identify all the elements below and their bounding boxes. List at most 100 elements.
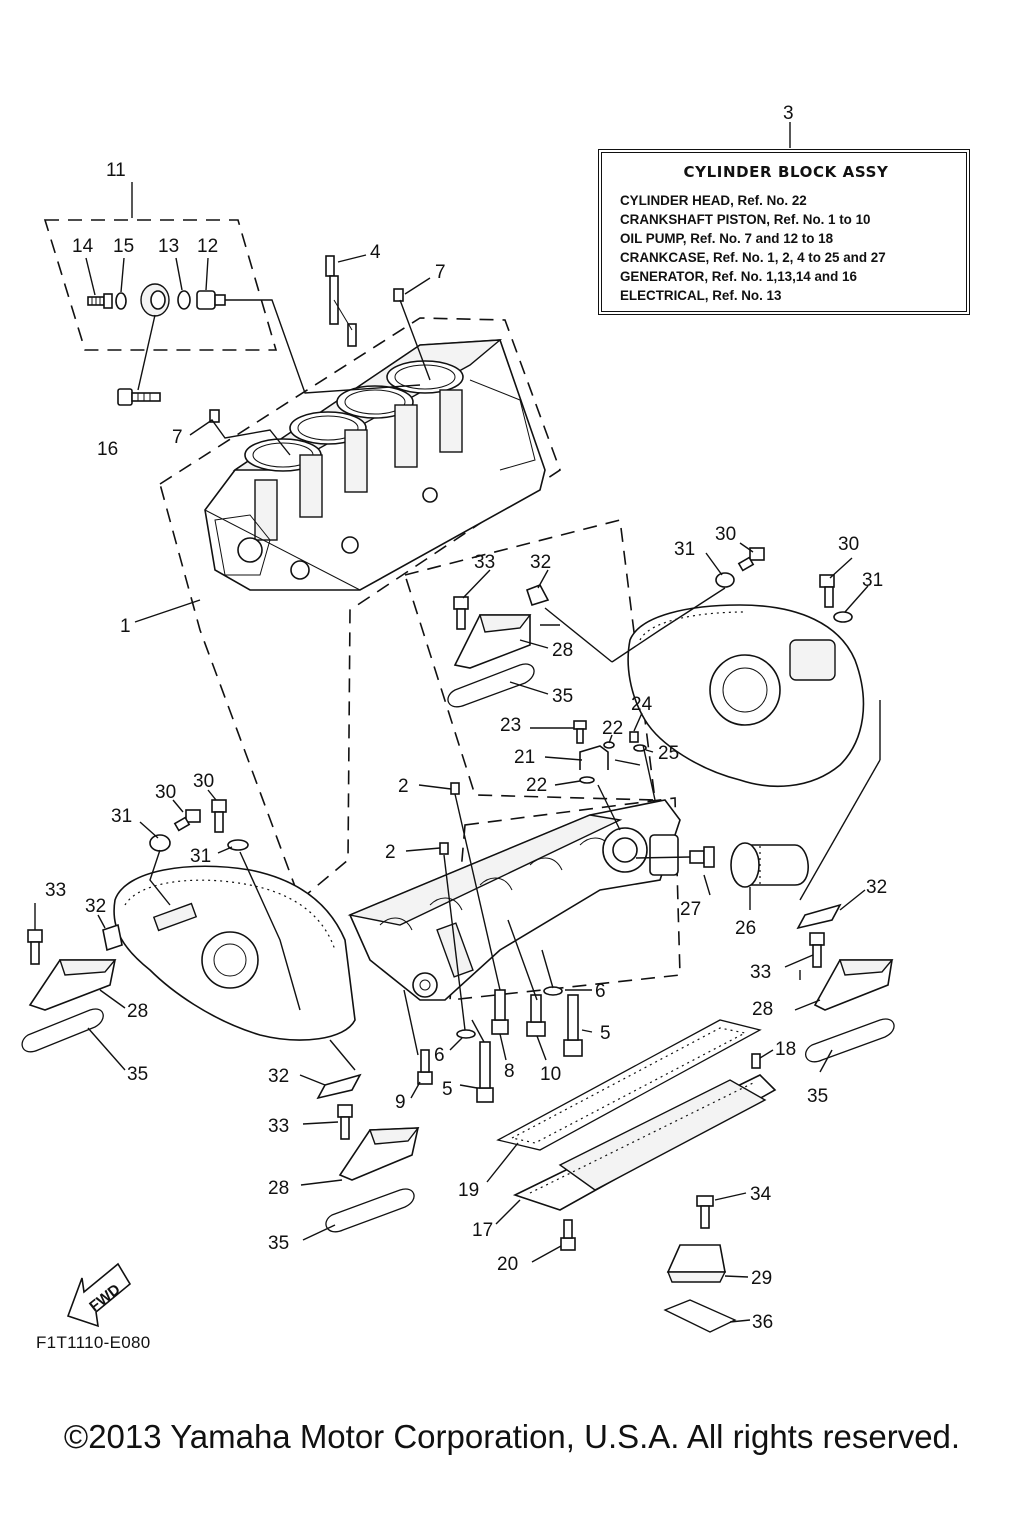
callout-31-upper: 31 [674,539,695,560]
assy-line-electrical: ELECTRICAL, Ref. No. 13 [620,288,782,303]
callout-16: 16 [97,439,118,460]
callout-4: 4 [370,242,381,263]
callout-31-left-a: 31 [111,806,132,827]
dowel-pin-part-7-left [209,409,220,423]
callout-11: 11 [106,160,126,181]
callout-30-right: 30 [838,534,859,555]
bolt-part-33-upper [453,596,469,630]
callout-31-right: 31 [862,570,883,591]
drawing-code: F1T1110-E080 [36,1333,151,1352]
callout-28-left: 28 [127,1001,148,1022]
callout-18: 18 [775,1039,796,1060]
dowel-pin-part-7-top [393,288,404,302]
forward-direction-arrow: FWD [66,1262,132,1328]
callout-25: 25 [658,743,679,764]
union-bolt-part-27 [689,846,715,868]
generator-cover-left [113,865,356,1041]
generator-housing-right [627,604,865,788]
callout-numbers: 3 11 14 15 13 12 4 7 16 7 1 33 32 28 35 … [45,103,887,1333]
callout-33-left: 33 [45,880,66,901]
callout-28-upper: 28 [552,640,573,661]
gasket-part-35-upper [447,663,535,708]
crankcase-lower-half [347,799,681,1001]
oil-filter-part-26 [730,842,809,888]
callout-32-left: 32 [85,896,106,917]
callout-22-upper: 22 [602,718,623,739]
callout-28-center: 28 [268,1178,289,1199]
callout-7-left: 7 [172,427,183,448]
callout-30-left-a: 30 [155,782,176,803]
callout-14: 14 [72,236,94,257]
bolt-part-20 [560,1219,576,1251]
bolt-part-33-right [809,932,825,968]
assy-box-inner: CYLINDER BLOCK ASSY CYLINDER HEAD, Ref. … [601,152,967,312]
cover-plate-part-28-center [338,1127,420,1181]
gasket-part-35-center [325,1188,415,1233]
oil-pan-gasket-part-19 [496,1019,762,1151]
washer-part-6-upper [543,986,563,996]
bolt-part-10 [526,994,546,1037]
callout-17: 17 [472,1220,493,1241]
washer-part-31-left-a [149,834,171,852]
pad-part-36 [663,1299,737,1333]
callout-13: 13 [158,236,179,257]
cylinder-block-dashed-outline [159,317,561,902]
crankcase-upper-dashed-outline [403,518,656,801]
washer-part-15 [115,292,127,310]
copyright-notice: ©2013 Yamaha Motor Corporation, U.S.A. A… [63,1418,961,1455]
assy-line-cylinder-head: CYLINDER HEAD, Ref. No. 22 [620,193,807,208]
shim-part-32-center [316,1073,362,1100]
dowel-pin-part-2-lower [439,842,449,855]
callout-33-right: 33 [750,962,771,983]
callout-35-left: 35 [127,1064,148,1085]
callout-3: 3 [783,103,794,124]
washer-part-31-right [833,611,853,623]
bolt-part-30-right [819,574,835,608]
callout-2-top: 2 [398,776,409,797]
o-ring-part-22-lower [579,776,595,784]
bolt-part-30-left-b [211,799,227,833]
assy-line-generator: GENERATOR, Ref. No. 1,13,14 and 16 [620,269,857,284]
oil-pipe-part-21 [579,745,609,770]
callout-28-right: 28 [752,999,773,1020]
callout-8: 8 [504,1061,515,1082]
assy-line-crankshaft-piston: CRANKSHAFT PISTON, Ref. No. 1 to 10 [620,212,871,227]
callout-30-left-b: 30 [193,771,214,792]
callout-30-upper: 30 [715,524,736,545]
bolt-part-33-center [337,1104,353,1140]
group-11-dashed-outline [43,219,278,351]
callout-24: 24 [631,694,653,715]
assy-box-title: CYLINDER BLOCK ASSY [683,163,889,181]
washer-part-31-left-b [227,839,249,851]
callout-32-center: 32 [268,1066,289,1087]
cylinder-block-assy-box: CYLINDER BLOCK ASSY CYLINDER HEAD, Ref. … [598,149,970,315]
washer-part-31-upper [715,572,735,588]
callout-20: 20 [497,1254,518,1275]
callout-34: 34 [750,1184,772,1205]
bolt-part-33-left [27,929,43,965]
callout-2-lower: 2 [385,842,396,863]
cover-plate-part-28-left [28,959,117,1011]
electrical-unit-part-29 [666,1244,727,1283]
callout-12: 12 [197,236,218,257]
plug-part-12 [196,290,226,310]
gasket-part-35-left [21,1008,104,1053]
clip-part-32-upper [525,583,550,606]
cylinder-block-part-1 [204,339,546,591]
oil-pan-part-17 [512,1074,777,1211]
callout-7-top: 7 [435,262,446,283]
assy-line-crankcase: CRANKCASE, Ref. No. 1, 2, 4 to 25 and 27 [620,250,886,265]
shim-part-32-right [796,903,842,930]
bolt-part-5-left [476,1041,494,1103]
callout-32-right: 32 [866,877,887,898]
leader-lines [34,122,881,1323]
oil-seal-part-13-housing [140,283,170,317]
bolt-part-34 [696,1195,714,1229]
callout-36: 36 [752,1312,773,1333]
callout-23: 23 [500,715,521,736]
washer-part-6-lower [456,1029,476,1039]
callout-6-upper: 6 [595,981,606,1002]
callout-21: 21 [514,747,535,768]
bolt-part-14 [87,293,113,309]
